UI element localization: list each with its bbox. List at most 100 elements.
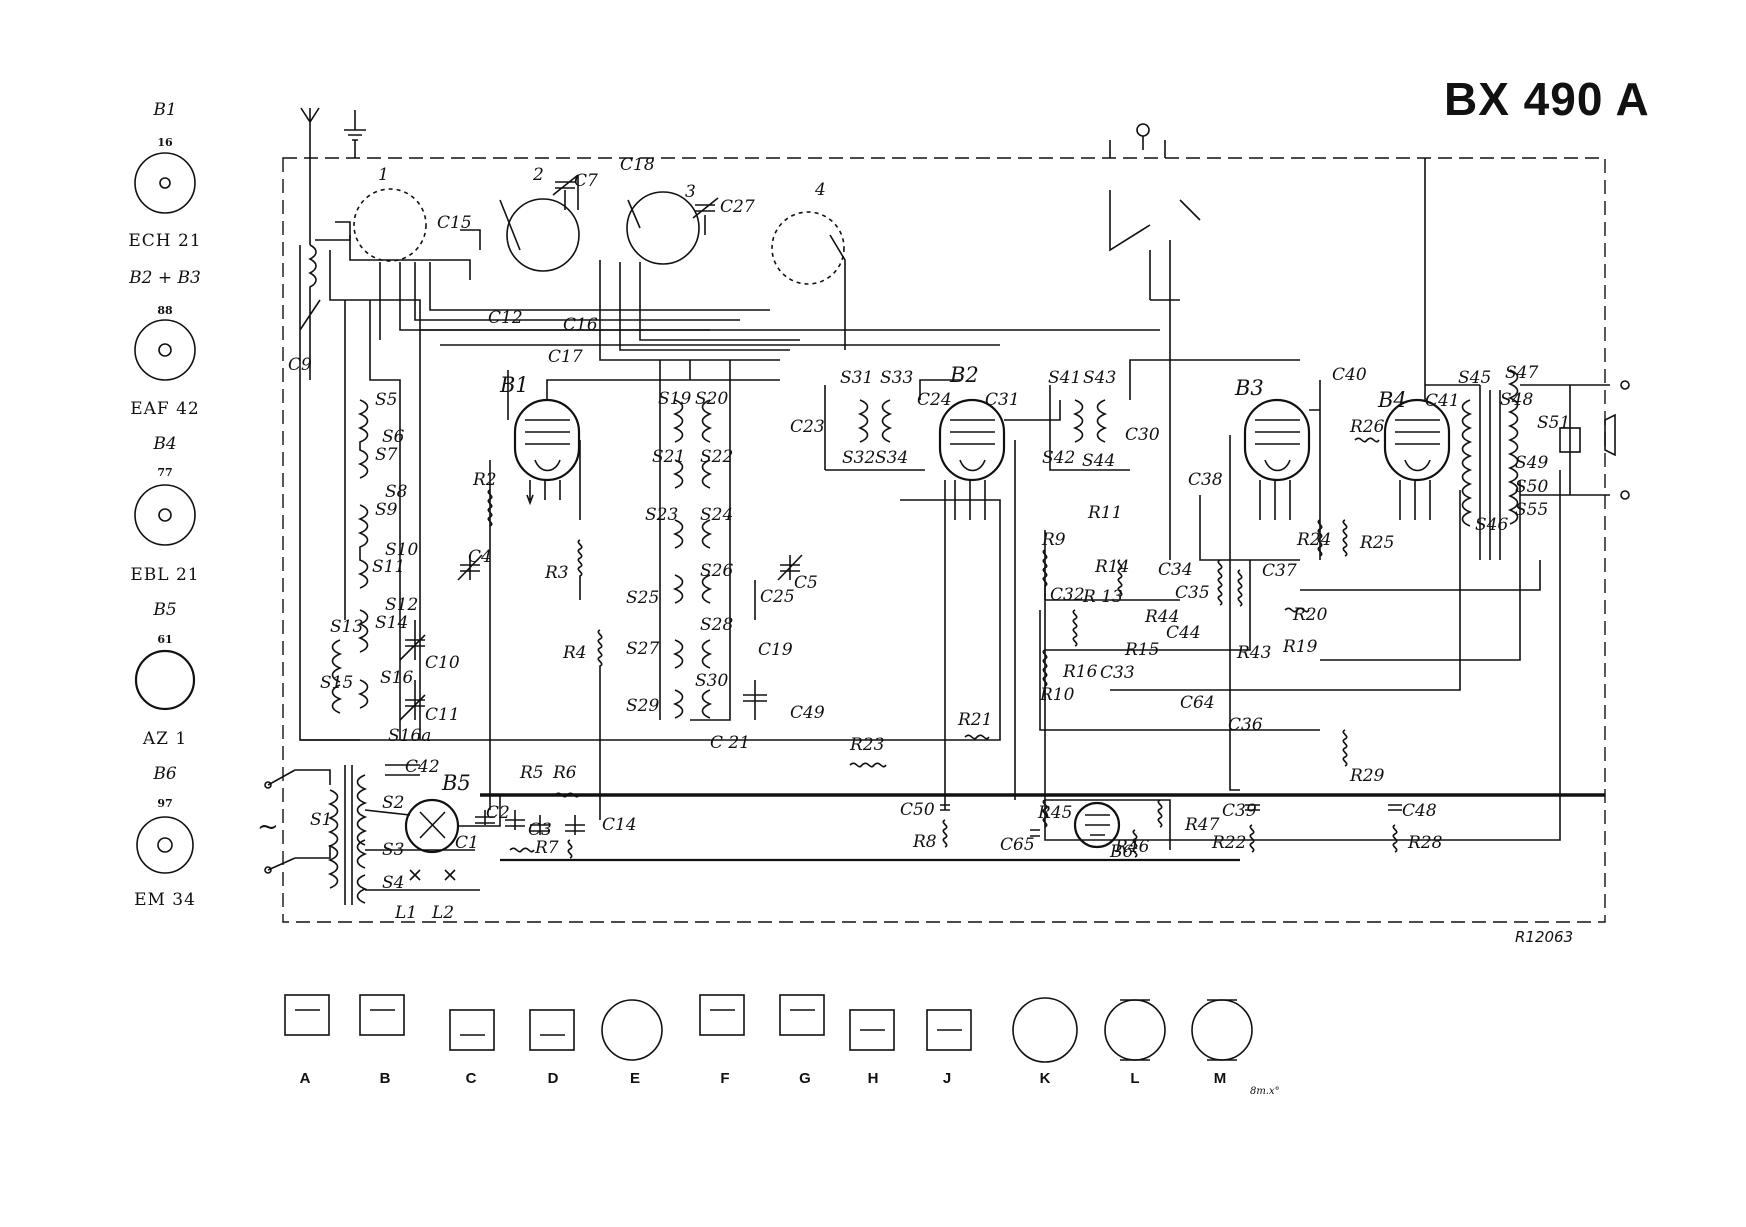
label-s10: S10 xyxy=(385,540,418,560)
label-s6: S6 xyxy=(382,427,405,447)
label-r5: R5 xyxy=(519,763,544,783)
label-s16: S16 xyxy=(380,668,413,688)
label-s4: S4 xyxy=(382,873,404,893)
coil-s5-s8 xyxy=(357,399,369,479)
label-s8: S8 xyxy=(385,482,408,502)
label-r11: R11 xyxy=(1087,503,1122,523)
label-s46: S46 xyxy=(1475,515,1508,535)
label-r25: R25 xyxy=(1359,533,1394,553)
resistor-r26 xyxy=(1354,437,1380,443)
label-r28: R28 xyxy=(1407,833,1443,853)
label-r46: R46 xyxy=(1114,837,1150,857)
capacitor-c3 xyxy=(530,815,550,835)
label-c23: C23 xyxy=(790,417,825,437)
resistor-r46 xyxy=(1132,829,1138,858)
page-title: BX 490 A xyxy=(1444,73,1650,125)
output-transformer-core xyxy=(1479,385,1501,560)
mains-switch xyxy=(267,769,296,871)
label-r21: R21 xyxy=(957,710,992,730)
capacitor-c11 xyxy=(399,680,426,721)
label-c65: C65 xyxy=(1000,835,1035,855)
tube-label-b1: B1 xyxy=(499,373,529,397)
resistor-r7 xyxy=(567,839,573,859)
tube-legend-label-b5: B5 xyxy=(153,600,177,620)
tube-label-b4: B4 xyxy=(1377,388,1407,412)
wafer-switch-3 xyxy=(626,191,700,265)
transformer-core xyxy=(344,765,353,905)
label-c39: C39 xyxy=(1222,801,1257,821)
switch-number-3: 3 xyxy=(685,182,696,202)
tube-socket-icon-b1 xyxy=(134,152,196,214)
label-r23: R23 xyxy=(849,735,884,755)
tube-legend-label-b6: B6 xyxy=(153,764,177,784)
capacitor-c19 xyxy=(743,680,767,720)
tuning-capacitor-c5 xyxy=(777,554,803,581)
resistor-r20 xyxy=(1284,607,1310,613)
resistor-r3 xyxy=(577,539,583,600)
label-l2: L2 xyxy=(431,903,454,923)
tube-b1 xyxy=(513,398,581,482)
antenna-coil xyxy=(299,244,321,380)
label-s45: S45 xyxy=(1458,368,1491,388)
resistor-r4 xyxy=(597,629,603,820)
coil-s19 xyxy=(672,399,684,443)
if-transformer-2 xyxy=(1072,399,1108,443)
label-s22: S22 xyxy=(700,447,733,467)
pickup-input-icon xyxy=(1136,123,1150,137)
resistor-r16 xyxy=(1072,609,1078,647)
potentiometer-r17 xyxy=(1217,559,1223,606)
detail-label-j: J xyxy=(942,1070,952,1087)
tube-legend-name-b2b3: EAF 42 xyxy=(130,399,200,419)
tube-b6 xyxy=(1073,801,1121,849)
label-s55: S55 xyxy=(1515,500,1548,520)
detail-label-h: H xyxy=(867,1070,879,1087)
label-r14: R14 xyxy=(1094,557,1129,577)
label-r20: R20 xyxy=(1292,605,1328,625)
transformer-primary-s1 xyxy=(327,789,339,889)
resistor-r22 xyxy=(1249,824,1255,853)
switch-number-2: 2 xyxy=(532,165,544,185)
resistor-r14 xyxy=(1117,559,1123,597)
resistor-r25 xyxy=(1342,519,1348,557)
label-s31: S31 xyxy=(840,368,873,388)
label-s32: S32 xyxy=(842,448,875,468)
label-c18: C18 xyxy=(620,155,655,175)
label-s1: S1 xyxy=(310,810,332,830)
tube-socket-icon-b4 xyxy=(134,484,196,546)
detail-label-a: A xyxy=(299,1070,311,1087)
detail-label-d: D xyxy=(547,1070,559,1087)
detail-label-e: E xyxy=(629,1070,640,1087)
label-c48: C48 xyxy=(1402,801,1437,821)
tube-socket-icon-b6 xyxy=(136,816,194,874)
resistor-r24 xyxy=(1317,519,1323,557)
label-s30: S30 xyxy=(695,671,728,691)
mains-ac-symbol: ~ xyxy=(257,812,279,842)
tube-legend-code-b1: 16 xyxy=(157,136,173,149)
tube-legend-label-b4: B4 xyxy=(153,434,177,454)
label-c25: C25 xyxy=(760,587,795,607)
speaker-icon xyxy=(1604,413,1616,457)
label-r2: R2 xyxy=(472,470,497,490)
label-c12: C12 xyxy=(488,308,523,328)
tube-b4 xyxy=(1383,398,1451,482)
tube-b2 xyxy=(938,398,1006,482)
detail-label-g: G xyxy=(799,1070,811,1087)
label-r26: R26 xyxy=(1349,417,1385,437)
tube-b3 xyxy=(1243,398,1311,482)
resistor-r45 xyxy=(1042,799,1048,828)
label-s7: S7 xyxy=(375,445,398,465)
label-c17: C17 xyxy=(548,347,583,367)
label-c16: C16 xyxy=(563,315,598,335)
capacitor-c14 xyxy=(565,815,585,835)
label-c37: C37 xyxy=(1262,561,1297,581)
switch-number-1: 1 xyxy=(378,165,389,185)
label-s3: S3 xyxy=(382,840,404,860)
capacitor-c39 xyxy=(1245,804,1260,811)
label-s43: S43 xyxy=(1083,368,1116,388)
label-c44: C44 xyxy=(1166,623,1201,643)
label-s33: S33 xyxy=(880,368,913,388)
if-transformer-1 xyxy=(857,399,893,443)
label-c21: C 21 xyxy=(710,733,750,753)
tuning-capacitor-c7 xyxy=(552,174,579,210)
label-s44: S44 xyxy=(1082,451,1115,471)
